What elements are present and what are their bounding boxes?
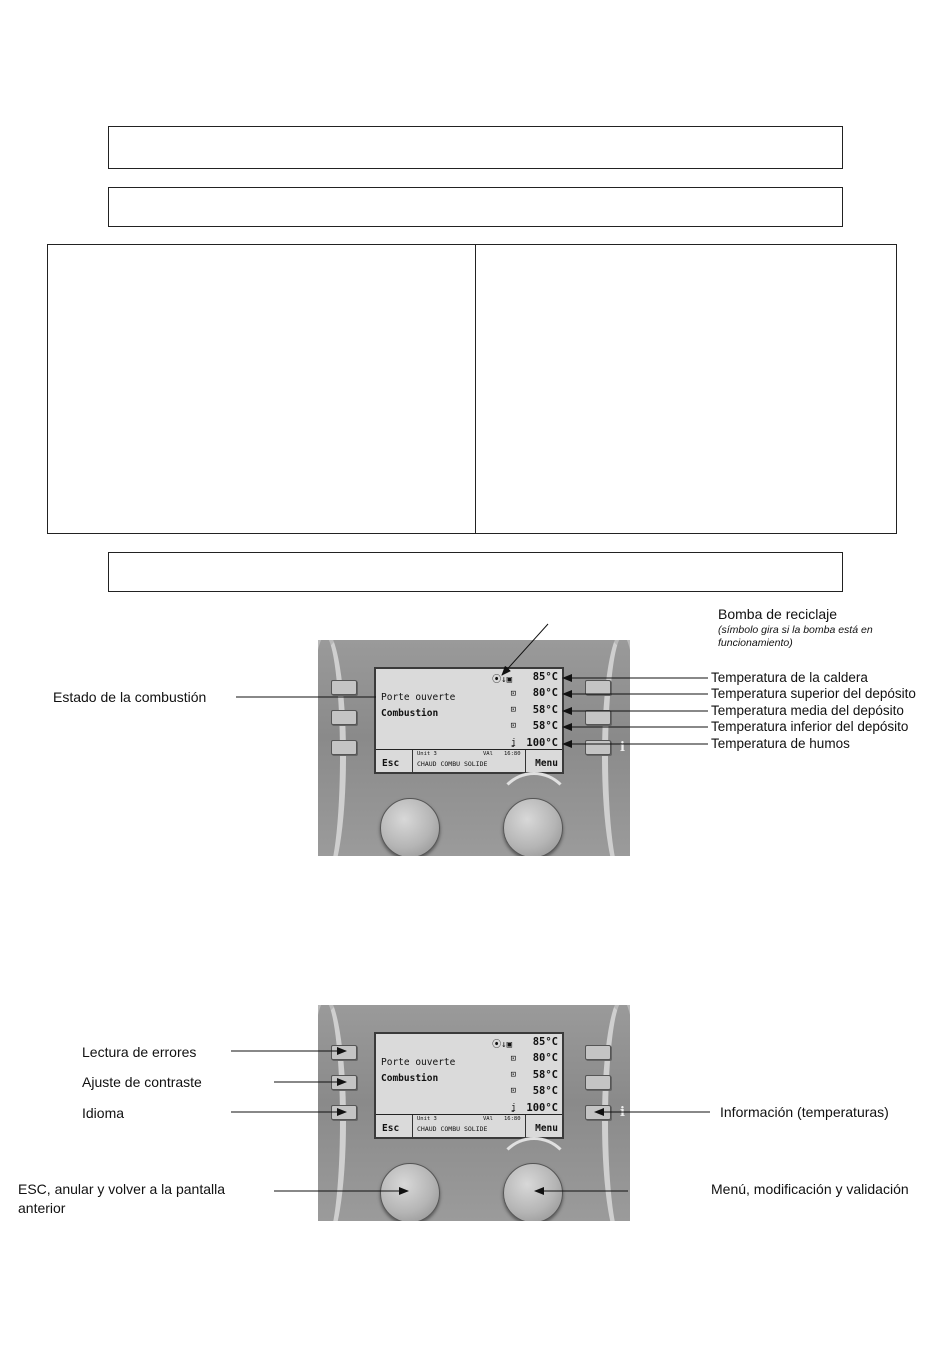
- footer-text: CHAUD COMBU SOLIDE: [417, 1125, 488, 1133]
- column-divider: [475, 245, 476, 533]
- tank-top-temp-label: Temperatura superior del depósito: [711, 686, 916, 701]
- lcd-screen-2: ⦿↓▣ 85°C ⊡ 80°C ⊡ 58°C ⊡ 58°C ʝ 100°C Po…: [374, 1032, 564, 1139]
- info-icon: i: [620, 740, 625, 755]
- esc-label-line-2: anterior: [18, 1200, 66, 1216]
- esc-softkey-label: Esc: [382, 1123, 400, 1134]
- tank-middle-icon: ⊡: [510, 1070, 516, 1080]
- status-line-1: Porte ouverte: [381, 1057, 456, 1068]
- rotation-arc: [495, 1137, 573, 1215]
- esc-knob[interactable]: [380, 798, 440, 856]
- footer-unit: Unit 3: [417, 1116, 437, 1122]
- flue-gas-temperature: 100°C: [526, 737, 558, 749]
- boiler-temperature: 85°C: [532, 671, 558, 683]
- header-box-2: [108, 187, 843, 227]
- menu-knob[interactable]: [503, 1163, 563, 1221]
- pump-title: Bomba de reciclaje: [718, 606, 838, 622]
- left-soft-button-2[interactable]: [331, 710, 357, 725]
- footer-separator-right: [525, 750, 526, 772]
- language-label: Idioma: [82, 1105, 125, 1121]
- status-line-1: Porte ouverte: [381, 692, 456, 703]
- pump-note: (símbolo gira si la bomba está en funcio…: [718, 624, 873, 649]
- footer-unit: Unit 3: [417, 751, 437, 757]
- status-line-2: Combustion: [381, 1073, 439, 1084]
- flue-gas-icon: ʝ: [510, 1103, 516, 1113]
- right-soft-button-2[interactable]: [585, 1075, 611, 1090]
- lcd-screen-1: ⦿↓▣ 85°C ⊡ 80°C ⊡ 58°C ⊡ 58°C ʝ 100°C Po…: [374, 667, 564, 774]
- controller-panel-1: i ⦿↓▣ 85°C ⊡ 80°C ⊡ 58°C ⊡ 58°C ʝ 100°C …: [318, 640, 630, 856]
- footer-time: 16:80: [504, 751, 521, 757]
- menu-knob-label: Menú, modificación y validación: [711, 1181, 909, 1197]
- tank-top-temperature: 80°C: [532, 687, 558, 699]
- left-soft-button-3[interactable]: [331, 740, 357, 755]
- tank-top-icon: ⊡: [510, 689, 516, 699]
- flue-gas-icon: ʝ: [510, 738, 516, 748]
- pump-rotating-icon: ⦿↓▣: [492, 1040, 512, 1050]
- menu-knob[interactable]: [503, 798, 563, 856]
- header-box-3: [108, 552, 843, 592]
- tank-top-temperature: 80°C: [532, 1052, 558, 1064]
- right-soft-button-1[interactable]: [585, 1045, 611, 1060]
- tank-bottom-temperature: 58°C: [532, 1085, 558, 1097]
- tank-middle-temperature: 58°C: [532, 704, 558, 716]
- pump-leader: [501, 623, 549, 676]
- lcd-footer: Esc Unit 3 VAl 16:80 CHAUD COMBU SOLIDE …: [376, 1114, 562, 1137]
- combustion-state-label: Estado de la combustión: [53, 689, 207, 705]
- footer-text: CHAUD COMBU SOLIDE: [417, 760, 488, 768]
- pump-rotating-icon: ⦿↓▣: [492, 675, 512, 685]
- footer-separator-left: [412, 750, 413, 772]
- tank-bottom-icon: ⊡: [510, 1086, 516, 1096]
- two-column-box: [47, 244, 897, 534]
- tank-middle-temp-label: Temperatura media del depósito: [711, 703, 904, 718]
- menu-softkey-label: Menu: [535, 758, 558, 769]
- tank-middle-temperature: 58°C: [532, 1069, 558, 1081]
- rotation-arc: [495, 772, 573, 850]
- left-soft-button-1[interactable]: [331, 680, 357, 695]
- error-reading-label: Lectura de errores: [82, 1044, 197, 1060]
- esc-knob[interactable]: [380, 1163, 440, 1221]
- tank-middle-icon: ⊡: [510, 705, 516, 715]
- footer-time: 16:80: [504, 1116, 521, 1122]
- status-line-2: Combustion: [381, 708, 439, 719]
- boiler-temp-label: Temperatura de la caldera: [711, 670, 868, 685]
- footer-separator-right: [525, 1115, 526, 1137]
- tank-bottom-temp-label: Temperatura inferior del depósito: [711, 719, 909, 734]
- contrast-label: Ajuste de contraste: [82, 1074, 202, 1090]
- info-label: Información (temperaturas): [720, 1104, 889, 1120]
- lcd-footer: Esc Unit 3 VAl 16:80 CHAUD COMBU SOLIDE …: [376, 749, 562, 772]
- footer-separator-left: [412, 1115, 413, 1137]
- tank-top-icon: ⊡: [510, 1054, 516, 1064]
- tank-bottom-temperature: 58°C: [532, 720, 558, 732]
- footer-value: VAl: [483, 1116, 493, 1122]
- tank-bottom-icon: ⊡: [510, 721, 516, 731]
- footer-value: VAl: [483, 751, 493, 757]
- esc-softkey-label: Esc: [382, 758, 400, 769]
- header-box-1: [108, 126, 843, 169]
- flue-gas-temperature: 100°C: [526, 1102, 558, 1114]
- menu-softkey-label: Menu: [535, 1123, 558, 1134]
- esc-label-line-1: ESC, anular y volver a la pantalla: [18, 1181, 225, 1197]
- boiler-temperature: 85°C: [532, 1036, 558, 1048]
- flue-temp-label: Temperatura de humos: [711, 736, 850, 751]
